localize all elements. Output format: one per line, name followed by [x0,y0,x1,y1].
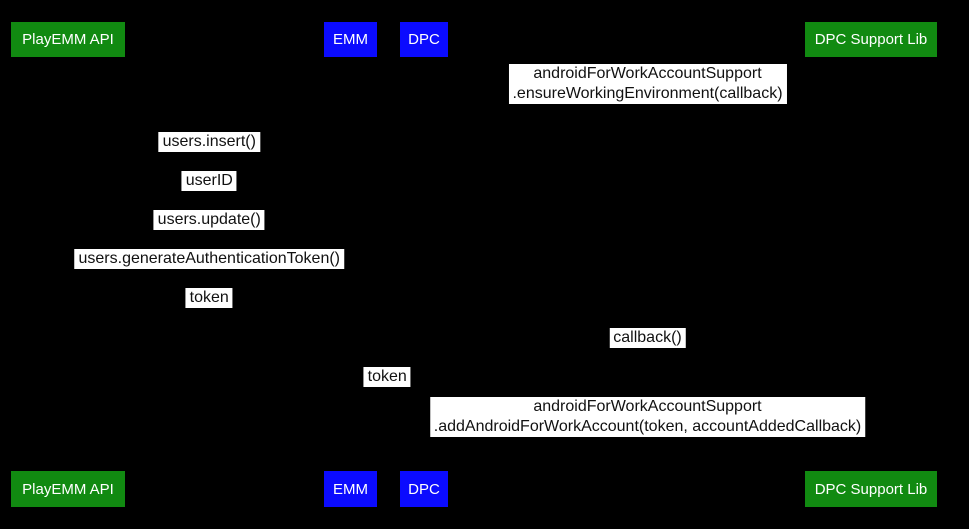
message-label: androidForWorkAccountSupport .ensureWorki… [508,64,787,104]
actor-label: DPC [408,480,440,498]
actor-box-playemm-api-top: PlayEMM API [11,22,125,57]
actor-label: PlayEMM API [22,480,114,498]
actor-label: EMM [333,31,368,48]
actor-label: DPC Support Lib [814,480,928,498]
message-label: token [185,288,233,308]
message-line: callback() [613,329,682,346]
message-line: users.insert() [162,133,256,150]
message-line: userID [185,172,233,189]
message-line: androidForWorkAccountSupport [533,398,762,415]
message-label: users.insert() [158,132,260,152]
actor-box-dpc-bottom: DPC [400,471,448,507]
actor-label: PlayEMM API [22,31,114,48]
message-label: users.generateAuthenticationToken() [74,249,344,269]
message-line: token [189,289,229,306]
actor-label: EMM [333,480,368,498]
message-label: androidForWorkAccountSupport .addAndroidF… [429,397,866,437]
message-label: userID [181,171,237,191]
message-label: token [363,367,411,387]
message-line: token [367,368,407,385]
actor-label: DPC [408,31,440,48]
actor-box-dpc-support-lib-top: DPC Support Lib [805,22,937,57]
message-line: users.update() [157,211,261,228]
message-line: androidForWorkAccountSupport [533,65,762,82]
message-line: users.generateAuthenticationToken() [78,250,341,267]
actor-box-playemm-api-bottom: PlayEMM API [11,471,125,507]
actor-box-dpc-top: DPC [400,22,448,57]
actor-box-emm-bottom: EMM [324,471,377,507]
message-label: callback() [609,328,686,348]
actor-label: DPC Support Lib [814,31,928,48]
actor-box-dpc-support-lib-bottom: DPC Support Lib [805,471,937,507]
message-line: .ensureWorkingEnvironment(callback) [512,85,783,102]
message-label: users.update() [153,210,265,230]
actor-box-emm-top: EMM [324,22,377,57]
message-line: .addAndroidForWorkAccount(token, account… [433,418,862,435]
